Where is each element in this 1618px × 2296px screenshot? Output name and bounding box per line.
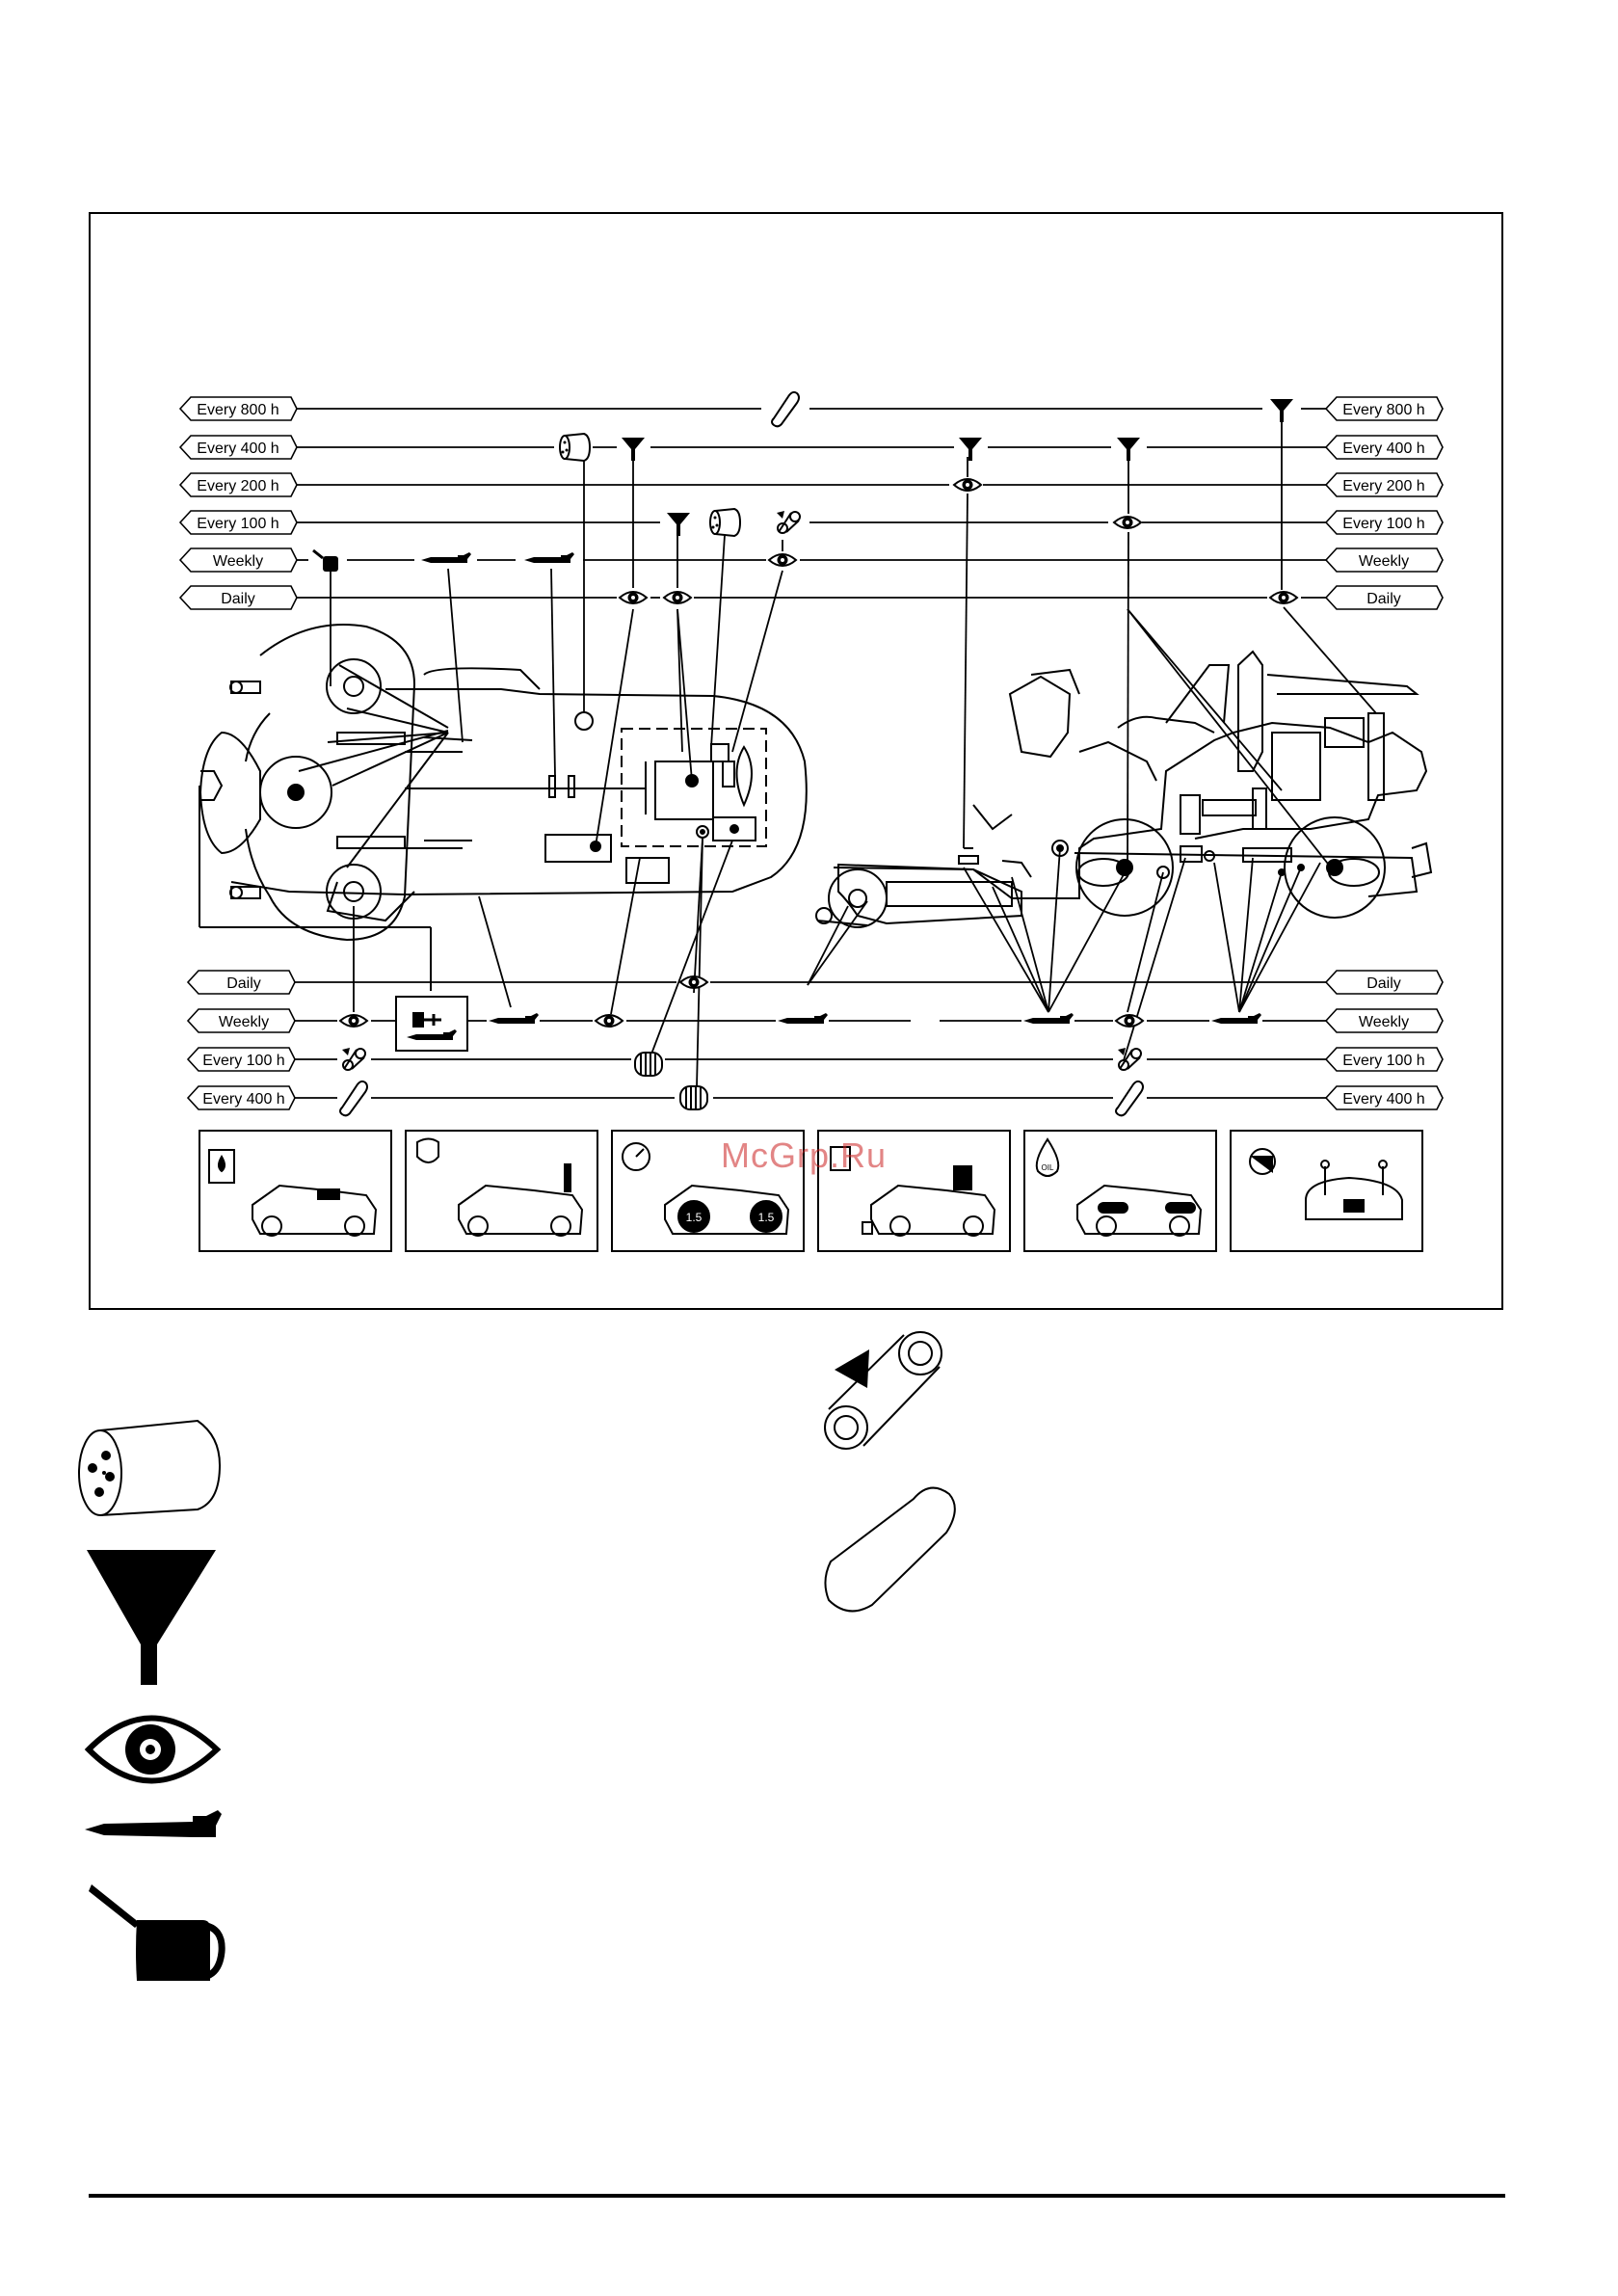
label-weekly-left: Weekly (213, 553, 263, 570)
top-interval-rows: Every 800 h Every 800 h Every 400 h Ever… (180, 397, 1443, 609)
funnel-icon (87, 1550, 216, 1685)
eye-icon (340, 1015, 367, 1027)
grease-gun-icon (1023, 1013, 1074, 1024)
panel-engine-oil: OIL (1024, 1131, 1216, 1251)
row-every-400-top: Every 400 h Every 400 h (180, 436, 1443, 459)
top-row-icons (313, 392, 1297, 603)
label-every-100-right: Every 100 h (1342, 516, 1424, 532)
grease-gun-icon (778, 1013, 828, 1024)
panel-fuel (199, 1131, 391, 1251)
eye-icon (769, 554, 796, 566)
funnel-icon (959, 438, 982, 461)
label-every-400-left: Every 400 h (197, 441, 279, 457)
belt-tension-icon (342, 1048, 365, 1070)
label-every-100-bottom-left: Every 100 h (202, 1053, 284, 1069)
label-every-100-bottom-right: Every 100 h (1342, 1053, 1424, 1069)
label-every-800-left: Every 800 h (197, 402, 279, 418)
row-every-400-bottom: Every 400 h Every 400 h (188, 1086, 1443, 1109)
row-daily-top: Daily Daily (180, 586, 1443, 609)
oil-filter-icon (710, 509, 740, 536)
tyre-pressure-left: 1.5 (686, 1211, 703, 1224)
grease-gun-icon (489, 1013, 539, 1024)
eye-icon (680, 976, 707, 988)
label-daily-left: Daily (221, 591, 255, 607)
footer-rule (89, 2194, 1505, 2198)
label-daily-right: Daily (1366, 591, 1401, 607)
air-filter-icon (680, 1086, 707, 1109)
belt-tension-icon (777, 511, 800, 533)
belt-tension-icon (1118, 1048, 1141, 1070)
grease-gun-icon (1211, 1013, 1261, 1024)
label-every-200-right: Every 200 h (1342, 478, 1424, 494)
label-weekly-right: Weekly (1359, 553, 1409, 570)
watermark: McGrp.Ru (721, 1135, 887, 1176)
label-daily-bottom-right: Daily (1366, 975, 1401, 992)
oil-can-icon (89, 1884, 222, 1981)
row-every-100-bottom: Every 100 h Every 100 h (188, 1048, 1443, 1071)
row-every-800-top: Every 800 h Every 800 h (180, 397, 1443, 420)
panel-grease-deck (1231, 1131, 1422, 1251)
eye-icon (664, 592, 691, 603)
oil-level-text: OIL (1042, 1163, 1054, 1172)
air-filter-icon (635, 1053, 662, 1076)
belt-tension-icon (825, 1332, 942, 1449)
oil-can-icon (313, 550, 338, 572)
label-every-200-left: Every 200 h (197, 478, 279, 494)
row-every-200-top: Every 200 h Every 200 h (180, 473, 1443, 496)
eye-icon (596, 1015, 623, 1027)
leader-lines (331, 418, 1376, 1087)
label-every-800-right: Every 800 h (1342, 402, 1424, 418)
oil-filter-icon (560, 434, 590, 461)
tyre-pressure-right: 1.5 (758, 1211, 775, 1224)
oil-filter-icon (79, 1421, 220, 1515)
legend (79, 1332, 955, 1981)
grease-gun-icon (85, 1810, 222, 1837)
label-every-400-bottom-left: Every 400 h (202, 1091, 284, 1108)
label-every-400-right: Every 400 h (1342, 441, 1424, 457)
grease-gun-icon (421, 552, 471, 563)
eye-icon (620, 592, 647, 603)
eye-icon (1114, 517, 1141, 528)
label-every-100-left: Every 100 h (197, 516, 279, 532)
funnel-icon (667, 513, 690, 536)
belt-icon (772, 392, 799, 426)
bottom-row-icons (340, 976, 1261, 1115)
label-weekly-bottom-left: Weekly (219, 1014, 269, 1030)
belt-icon (825, 1488, 954, 1612)
label-weekly-bottom-right: Weekly (1359, 1014, 1409, 1030)
grease-gun-icon (524, 552, 574, 563)
belt-icon (340, 1081, 367, 1115)
label-every-400-bottom-right: Every 400 h (1342, 1091, 1424, 1108)
eye-icon (954, 479, 981, 491)
label-daily-bottom-left: Daily (226, 975, 261, 992)
row-every-100-top: Every 100 h Every 100 h (180, 511, 1443, 534)
panel-coolant (406, 1131, 597, 1251)
row-weekly-top: Weekly Weekly (180, 548, 1443, 572)
tractor-side-view (816, 652, 1431, 927)
eye-icon (89, 1719, 217, 1781)
eye-icon (1270, 592, 1297, 603)
belt-icon (1116, 1081, 1143, 1115)
eye-icon (1116, 1015, 1143, 1027)
grease-gun-box (396, 997, 467, 1051)
bottom-interval-rows: Daily Daily Weekly Weekly Every 100 h (188, 971, 1443, 1109)
